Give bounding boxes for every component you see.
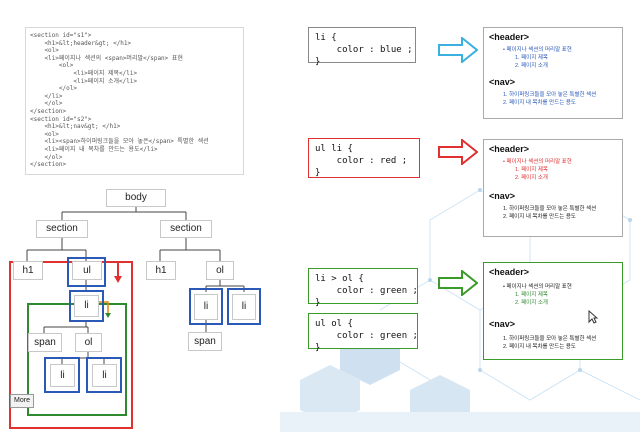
result-sub-2: 2. 페이지 소개 <box>515 175 548 181</box>
arrow-red-icon <box>438 139 478 165</box>
rule-ul-li-red: ul li { color : red ; } <box>308 138 420 178</box>
result-item: 페이지나 섹션의 머리말 표현 <box>506 284 572 290</box>
result-box-blue: <header> • 페이지나 섹션의 머리말 표현 1. 페이지 제목 2. … <box>483 27 623 119</box>
node-li-right-2: li <box>232 294 256 320</box>
result-nav-title: <nav> <box>489 191 516 201</box>
code-line-5: <ol> <box>30 62 74 70</box>
result-sub-1: 1. 페이지 제목 <box>515 55 548 61</box>
result-header-title: <header> <box>489 144 530 154</box>
node-body: body <box>106 189 166 207</box>
rule-ul-ol-green: ul ol { color : green ; } <box>308 313 418 353</box>
result-nav-2: 2. 페이지 내 목차를 만드는 용도 <box>503 214 576 220</box>
result-header-title: <header> <box>489 267 530 277</box>
result-nav-1: 1. 하이퍼링크들을 모아 놓은 특별한 섹션 <box>503 206 597 212</box>
code-line-3: <ol> <box>30 47 59 55</box>
node-section-right: section <box>160 220 212 238</box>
node-li-right-1: li <box>194 294 218 320</box>
code-line-7: <li>페이지 소개</li> <box>30 77 138 85</box>
code-line-16: <li>페이지 내 목차를 만드는 용도</li> <box>30 145 158 153</box>
code-line-4: <li>페이지나 섹션의 <span>머리말</span> 표현 <box>30 54 183 62</box>
node-h1-right: h1 <box>146 261 176 280</box>
result-nav-1: 1. 하이퍼링크들을 모아 놓은 특별한 섹션 <box>503 92 597 98</box>
rule-li-blue: li { color : blue ; } <box>308 27 416 67</box>
arrow-blue-icon <box>438 37 478 63</box>
code-line-9: </li> <box>30 92 63 100</box>
more-button[interactable]: More <box>10 394 34 408</box>
result-nav-2: 2. 페이지 내 목차를 만드는 용도 <box>503 100 576 106</box>
code-panel: <section id="s1"> <h1>&lt;header&gt; </h… <box>25 27 244 175</box>
code-line-17: </ol> <box>30 153 63 161</box>
code-line-8: </ol> <box>30 85 77 93</box>
result-box-green: <header> • 페이지나 섹션의 머리말 표현 1. 페이지 제목 2. … <box>483 262 623 360</box>
node-h1-left: h1 <box>13 261 43 280</box>
node-li-left: li <box>74 295 99 317</box>
arrow-green-icon <box>438 270 478 296</box>
rule-li-ol-green: li > ol { color : green ; } <box>308 268 418 308</box>
code-line-13: <h1>&lt;nav&gt; </h1> <box>30 123 121 131</box>
code-line-10: </ol> <box>30 100 63 108</box>
node-section-left: section <box>36 220 88 238</box>
result-sub-1: 1. 페이지 제목 <box>515 292 548 298</box>
result-nav-title: <nav> <box>489 319 516 329</box>
code-line-2: <h1>&lt;header&gt; </h1> <box>30 39 132 47</box>
code-line-18: </section> <box>30 161 67 169</box>
result-sub-1: 1. 페이지 제목 <box>515 167 548 173</box>
result-nav-2: 2. 페이지 내 목차를 만드는 용도 <box>503 344 576 350</box>
mouse-cursor-icon <box>588 310 598 324</box>
result-sub-2: 2. 페이지 소개 <box>515 63 548 69</box>
node-ol-right: ol <box>206 261 234 280</box>
code-line-11: </section> <box>30 107 67 115</box>
node-li-ol-1: li <box>50 364 75 387</box>
code-line-1: <section id="s1"> <box>30 32 92 39</box>
result-header-title: <header> <box>489 32 530 42</box>
result-nav-1: 1. 하이퍼링크들을 모아 놓은 특별한 섹션 <box>503 336 597 342</box>
result-item: 페이지나 섹션의 머리말 표현 <box>506 47 572 53</box>
node-ol-left: ol <box>75 333 102 352</box>
code-line-12: <section id="s2"> <box>30 115 92 123</box>
result-box-red: <header> • 페이지나 섹션의 머리말 표현 1. 페이지 제목 2. … <box>483 139 623 237</box>
code-line-15: <li><span>하이퍼링크들을 모아 놓은</span> 특별한 섹션 <box>30 138 209 146</box>
code-line-6: <li>페이지 제목</li> <box>30 69 138 77</box>
result-sub-2: 2. 페이지 소개 <box>515 300 548 306</box>
result-nav-title: <nav> <box>489 77 516 87</box>
node-span-right: span <box>188 332 222 351</box>
node-li-ol-2: li <box>92 364 117 387</box>
node-span-left: span <box>28 333 62 352</box>
node-ul: ul <box>72 261 102 280</box>
code-line-14: <ol> <box>30 130 59 138</box>
result-item: 페이지나 섹션의 머리말 표현 <box>506 159 572 165</box>
